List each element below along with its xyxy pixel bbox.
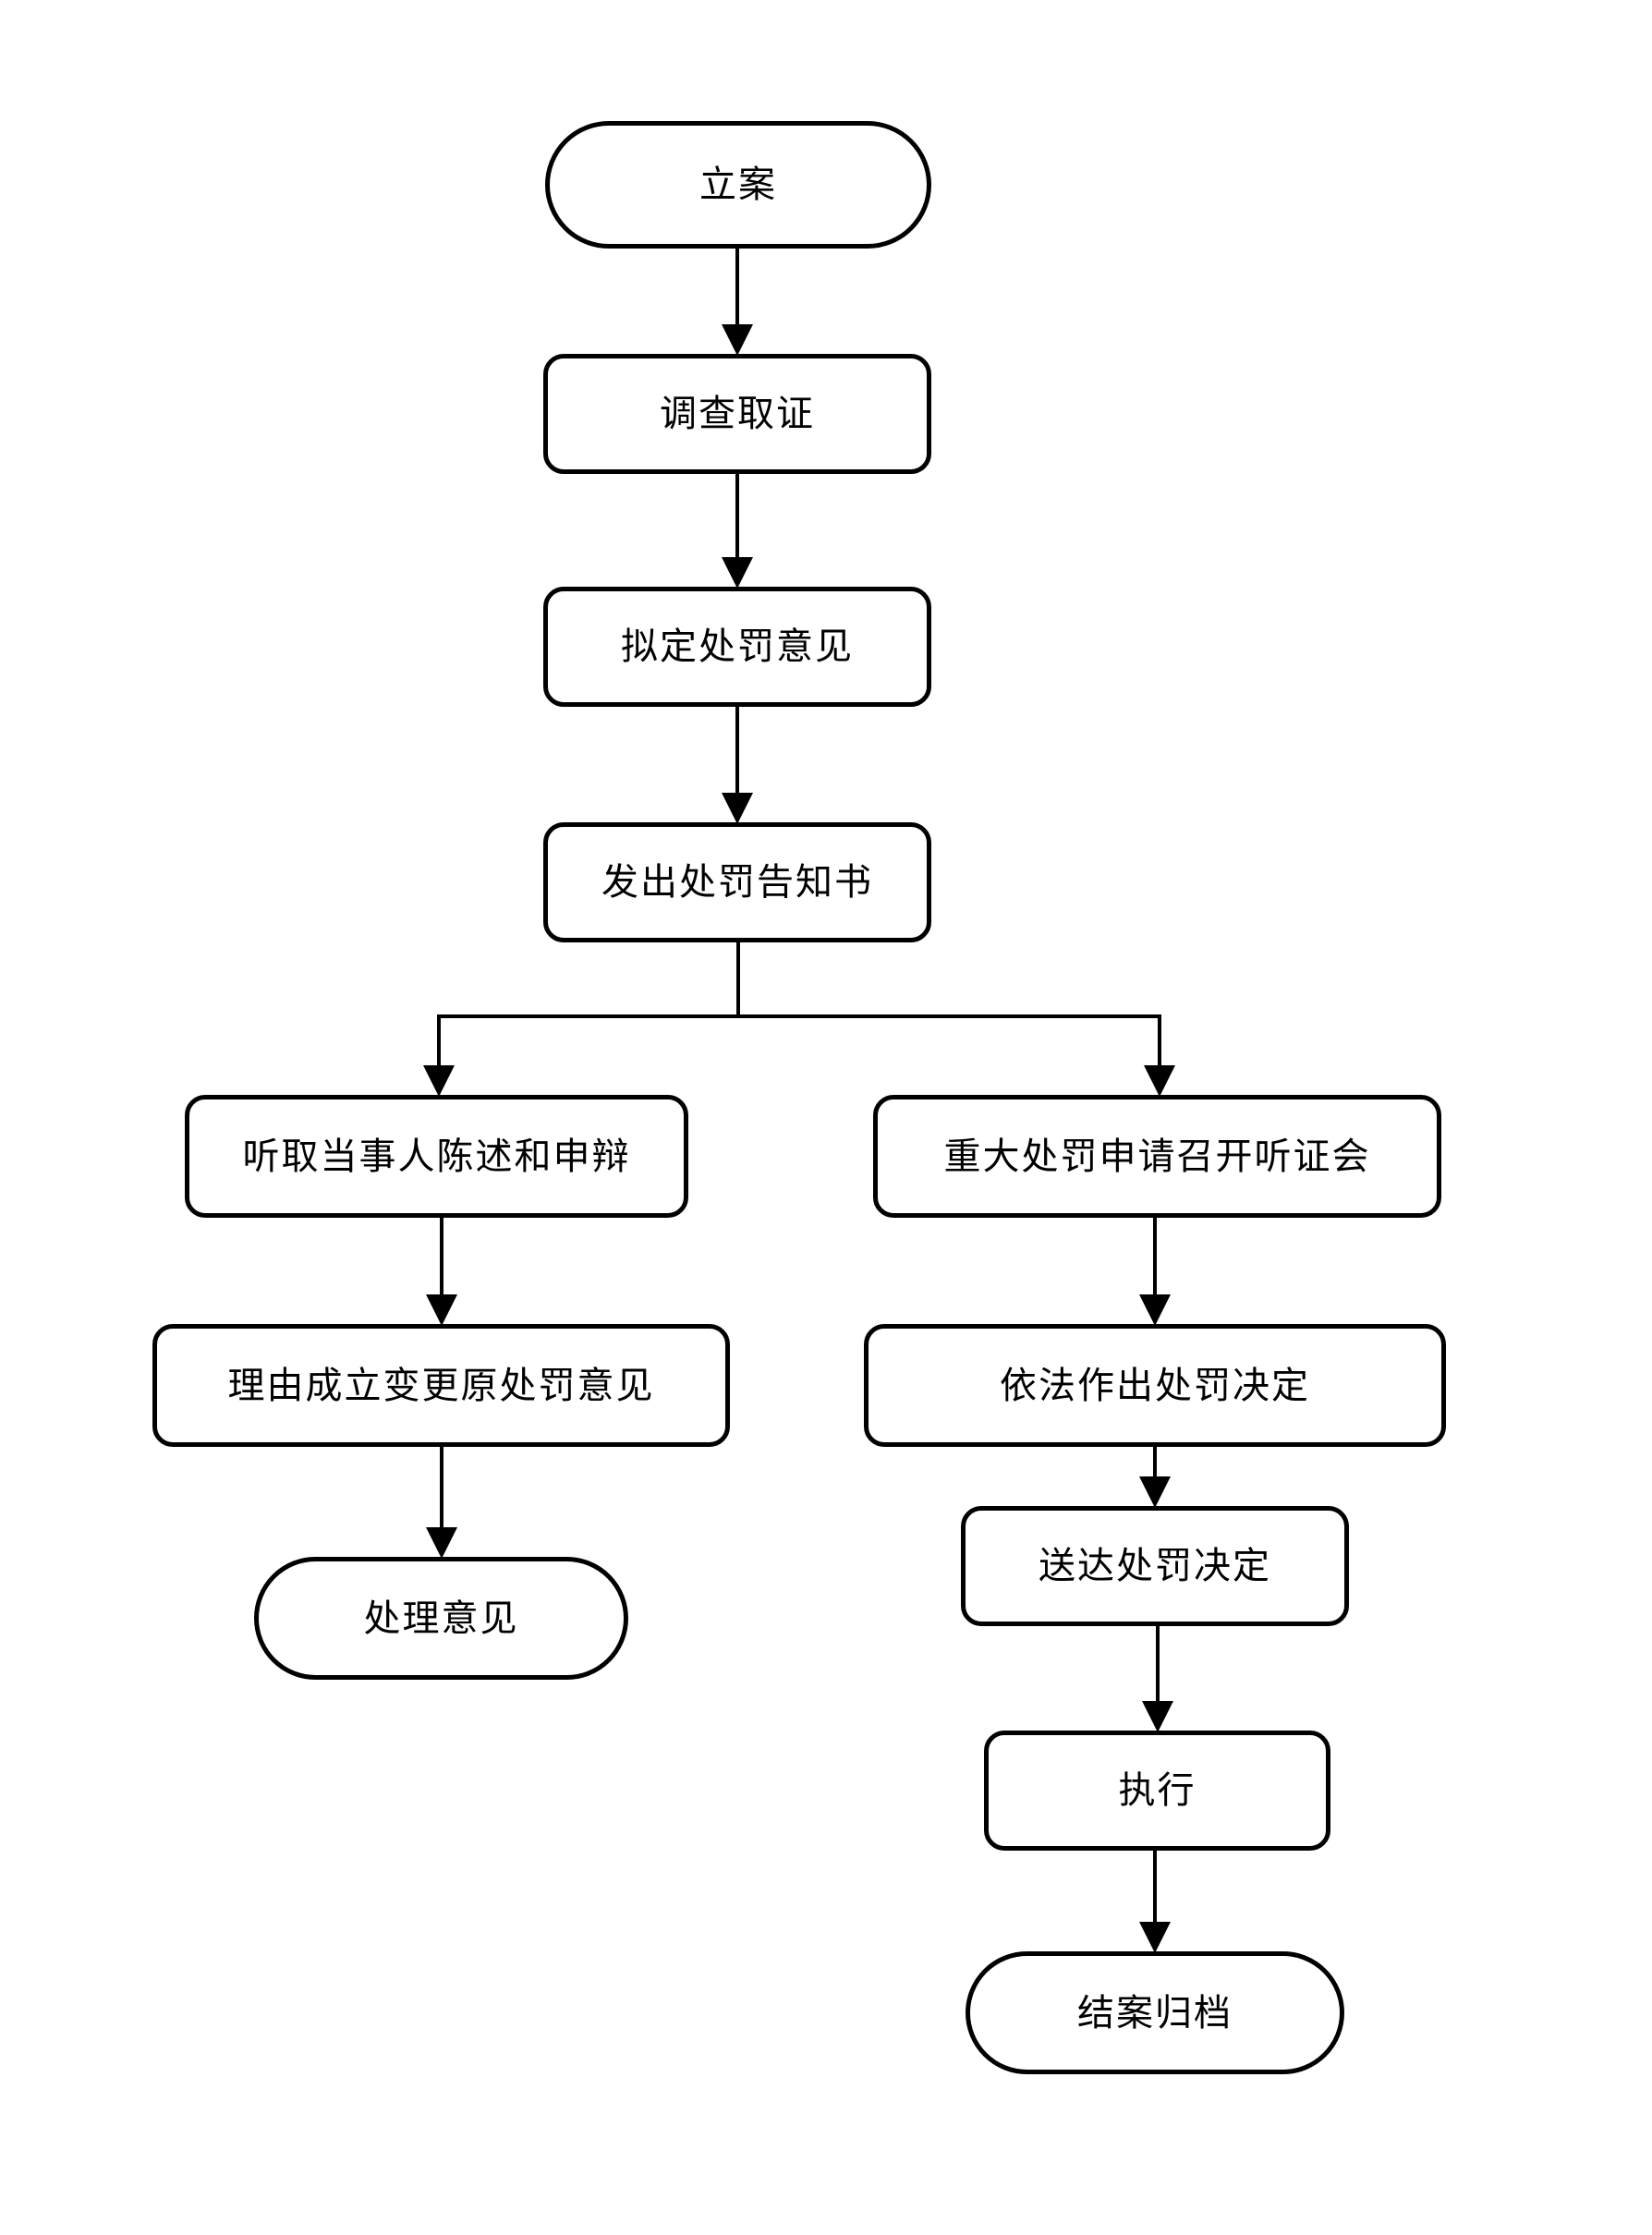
- arrowhead-e3-icon: [722, 793, 753, 824]
- node-label: 重大处罚申请召开听证会: [943, 1135, 1371, 1178]
- arrowhead-e10-icon: [1142, 1701, 1173, 1732]
- arrowhead-e11-icon: [1139, 1922, 1171, 1953]
- node-case-filing[interactable]: 立案: [545, 121, 931, 249]
- arrowhead-e7-icon: [1139, 1294, 1171, 1326]
- node-draft-penalty-opinion[interactable]: 拟定处罚意见: [543, 587, 931, 707]
- arrowhead-e9-icon: [1139, 1476, 1171, 1508]
- node-amend-original-penalty-opinion[interactable]: 理由成立变更原处罚意见: [152, 1324, 730, 1447]
- node-label: 听取当事人陈述和申辩: [242, 1135, 631, 1178]
- node-hear-party-statement[interactable]: 听取当事人陈述和申辩: [185, 1095, 688, 1218]
- node-make-penalty-decision[interactable]: 依法作出处罚决定: [864, 1324, 1446, 1447]
- node-investigation-evidence[interactable]: 调查取证: [543, 354, 931, 474]
- node-serve-penalty-decision[interactable]: 送达处罚决定: [961, 1506, 1349, 1626]
- node-label: 立案: [699, 164, 777, 206]
- node-label: 调查取证: [660, 393, 815, 435]
- node-label: 处理意见: [363, 1597, 519, 1640]
- arrowhead-e5-icon: [1144, 1065, 1175, 1097]
- arrowhead-e6-icon: [426, 1294, 457, 1326]
- node-handling-opinion[interactable]: 处理意见: [254, 1557, 628, 1680]
- node-label: 理由成立变更原处罚意见: [227, 1364, 655, 1407]
- node-close-case-archive[interactable]: 结案归档: [966, 1951, 1344, 2074]
- node-label: 依法作出处罚决定: [1000, 1364, 1310, 1407]
- node-label: 发出处罚告知书: [601, 861, 873, 904]
- node-issue-penalty-notice[interactable]: 发出处罚告知书: [543, 822, 931, 942]
- node-execute[interactable]: 执行: [984, 1731, 1330, 1851]
- arrowhead-e1-icon: [722, 324, 753, 356]
- node-label: 结案归档: [1077, 1991, 1233, 2035]
- node-label: 拟定处罚意见: [621, 626, 854, 668]
- arrowhead-e4-icon: [423, 1065, 455, 1097]
- arrowhead-e8-icon: [426, 1527, 457, 1559]
- node-label: 执行: [1118, 1769, 1196, 1812]
- node-major-penalty-hearing-request[interactable]: 重大处罚申请召开听证会: [873, 1095, 1441, 1218]
- arrowhead-e2-icon: [722, 557, 753, 589]
- node-label: 送达处罚决定: [1039, 1545, 1271, 1587]
